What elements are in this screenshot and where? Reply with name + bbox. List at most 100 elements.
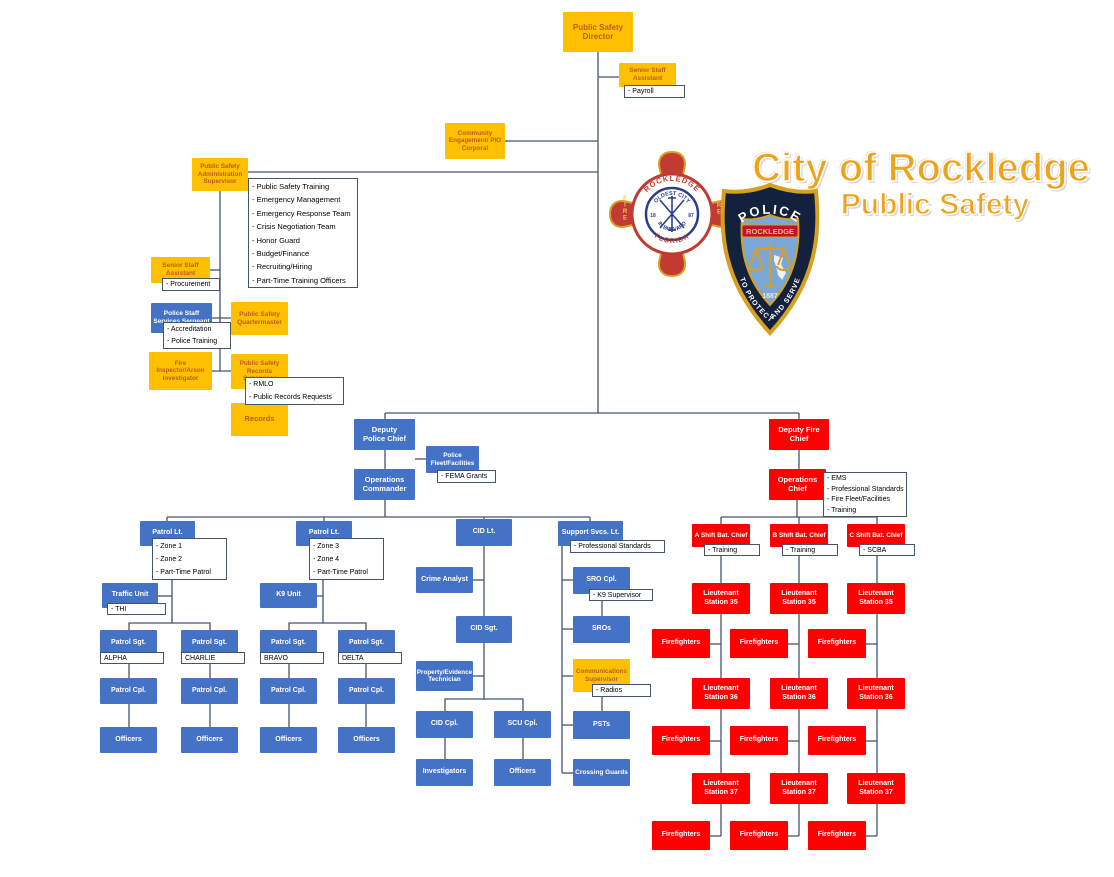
org-node-firefighters-a-2: Firefighters: [652, 726, 710, 755]
org-note-item: - Public Safety Training: [252, 182, 330, 191]
org-node-lieutenant-station-37-b: Lieutenant Station 37: [770, 773, 828, 804]
org-note-item: - Zone 2: [156, 556, 183, 563]
org-node-police-fleet-facilities: Police Fleet/Facilities: [426, 446, 479, 473]
org-note-item: - RMLO: [249, 381, 274, 388]
org-note-zones-1-2: - Zone 1 - Zone 2 - Part-Time Patrol: [152, 538, 227, 580]
org-note-item: - Part-Time Patrol: [156, 569, 211, 576]
connector-line: [288, 546, 324, 630]
org-note-item: - EMS: [827, 475, 847, 482]
org-note-operations-chief-duties: - EMS- Professional Standards- Fire Flee…: [823, 472, 907, 517]
org-node-public-safety-director: Public Safety Director: [563, 12, 633, 52]
org-node-senior-staff-assistant-payroll: Senior Staff Assistant: [619, 63, 676, 87]
org-node-scu-cpl: SCU Cpl.: [494, 711, 551, 738]
org-node-k9-unit: K9 Unit: [260, 583, 317, 608]
org-note-item: - Crisis Negotiation Team: [252, 222, 336, 232]
org-node-firefighters-c-1: Firefighters: [808, 629, 866, 658]
connector-line: [128, 546, 173, 630]
fire-badge-year-right: 87: [688, 213, 694, 219]
org-node-firefighters-a-3: Firefighters: [652, 821, 710, 850]
org-note-training-b: - Training: [782, 544, 838, 556]
org-node-firefighters-c-3: Firefighters: [808, 821, 866, 850]
org-note-item: - Recruiting/Hiring: [252, 262, 313, 272]
org-note-item: - Training: [708, 547, 738, 554]
org-node-patrol-cpl-alpha: Patrol Cpl.: [100, 678, 157, 704]
org-note-shift-charlie: CHARLIE: [181, 652, 245, 664]
org-node-firefighters-a-1: Firefighters: [652, 629, 710, 658]
org-node-lieutenant-station-37-c: Lieutenant Station 37: [847, 773, 905, 804]
org-note-staff-sergeant-duties: - Accreditation- Police Training: [163, 322, 231, 349]
org-node-lieutenant-station-37-a: Lieutenant Station 37: [692, 773, 750, 804]
org-node-lieutenant-station-35-c: Lieutenant Station 35: [847, 583, 905, 614]
page-subtitle: Public Safety: [840, 187, 1030, 221]
org-note-item: - Zone 3: [313, 543, 340, 550]
org-node-patrol-sgt-bravo: Patrol Sgt.: [260, 630, 317, 656]
org-node-firefighters-b-2: Firefighters: [730, 726, 788, 755]
org-note-item: - Radios: [596, 687, 623, 694]
org-node-patrol-sgt-alpha: Patrol Sgt.: [100, 630, 157, 656]
org-note-k9-supervisor: - K9 Supervisor: [589, 589, 653, 601]
org-node-records: Records: [231, 403, 288, 436]
org-node-lieutenant-station-36-c: Lieutenant Station 36: [847, 678, 905, 709]
org-note-item: - Zone 1: [156, 543, 183, 550]
org-note-item: - Public Records Requests: [249, 393, 332, 401]
org-node-public-safety-administration-supervisor: Public Safety Administration Supervisor: [192, 158, 248, 191]
org-node-officers-charlie: Officers: [181, 727, 238, 753]
org-node-patrol-cpl-bravo: Patrol Cpl.: [260, 678, 317, 704]
org-node-lieutenant-station-36-a: Lieutenant Station 36: [692, 678, 750, 709]
org-node-investigators: Investigators: [416, 759, 473, 786]
org-note-professional-standards: - Professional Standards: [570, 540, 665, 553]
org-note-item: - Accreditation: [167, 326, 212, 333]
org-note-item: - Training: [827, 506, 857, 514]
police-badge-year: 1887: [762, 293, 778, 300]
org-node-lieutenant-station-35-a: Lieutenant Station 35: [692, 583, 750, 614]
org-node-crime-analyst: Crime Analyst: [416, 567, 473, 593]
org-node-firefighters-b-1: Firefighters: [730, 629, 788, 658]
org-note-item: - SCBA: [863, 547, 887, 554]
org-node-patrol-cpl-delta: Patrol Cpl.: [338, 678, 395, 704]
org-note-item: - Training: [786, 547, 816, 554]
org-node-a-shift-bat-chief: A Shift Bat. Chief: [692, 524, 750, 547]
org-note-radios: - Radios: [592, 684, 651, 697]
org-node-community-engagement-pio-corporal: Community Engagement/ PIO Corporal: [445, 123, 505, 159]
org-note-item: ALPHA: [104, 655, 127, 662]
org-node-fire-inspector-arson-investigator: Fire Inspector/Arson Investigator: [149, 352, 212, 390]
connector-line: [172, 622, 211, 630]
org-note-item: - Fire Fleet/Facilities: [827, 496, 891, 503]
org-note-item: - Professional Standards: [574, 543, 651, 550]
org-node-cid-lt: CID Lt.: [456, 519, 512, 546]
org-note-item: - Emergency Management: [252, 195, 341, 205]
org-note-item: - K9 Supervisor: [593, 592, 642, 599]
org-node-lieutenant-station-35-b: Lieutenant Station 35: [770, 583, 828, 614]
org-node-crossing-guards: Crossing Guards: [573, 759, 630, 786]
org-node-cid-sgt: CID Sgt.: [456, 616, 512, 643]
org-note-item: - THI: [111, 606, 127, 613]
org-node-cid-cpl: CID Cpl.: [416, 711, 473, 738]
org-note-records-supervisor-duties: - RMLO - Public Records Requests: [245, 377, 344, 405]
org-node-operations-chief: Operations Chief: [769, 469, 826, 500]
org-node-patrol-sgt-charlie: Patrol Sgt.: [181, 630, 238, 656]
org-node-officers-alpha: Officers: [100, 727, 157, 753]
org-note-shift-alpha: ALPHA: [100, 652, 164, 664]
org-note-item: - Part-Time Training Officers: [252, 275, 346, 285]
page-title: City of Rockledge: [751, 145, 1090, 191]
org-node-operations-commander: Operations Commander: [354, 469, 415, 500]
org-note-item: - Part-Time Patrol: [313, 569, 368, 576]
org-node-deputy-fire-chief: Deputy Fire Chief: [769, 419, 829, 450]
org-note-item: BRAVO: [264, 655, 288, 662]
org-node-psts: PSTs: [573, 711, 630, 739]
org-node-patrol-cpl-charlie: Patrol Cpl.: [181, 678, 238, 704]
org-note-shift-delta: DELTA: [338, 652, 402, 664]
org-node-public-safety-quartermaster: Public Safety Quartermaster: [231, 302, 288, 335]
org-note-scba: - SCBA: [859, 544, 915, 556]
org-node-property-evidence-technician: Property/Evidence Technician: [416, 661, 473, 691]
org-note-shift-bravo: BRAVO: [260, 652, 324, 664]
org-node-sros: SROs: [573, 616, 630, 643]
org-note-fema-grants: - FEMA Grants: [437, 470, 496, 483]
org-node-officers-scu: Officers: [494, 759, 551, 786]
org-node-c-shift-bat-chief: C Shift Bat. Chief: [847, 524, 905, 547]
fire-department-badge-icon: ROCKLEDGE FLORIDA OLDEST CITY IN BREVARD…: [608, 150, 736, 278]
